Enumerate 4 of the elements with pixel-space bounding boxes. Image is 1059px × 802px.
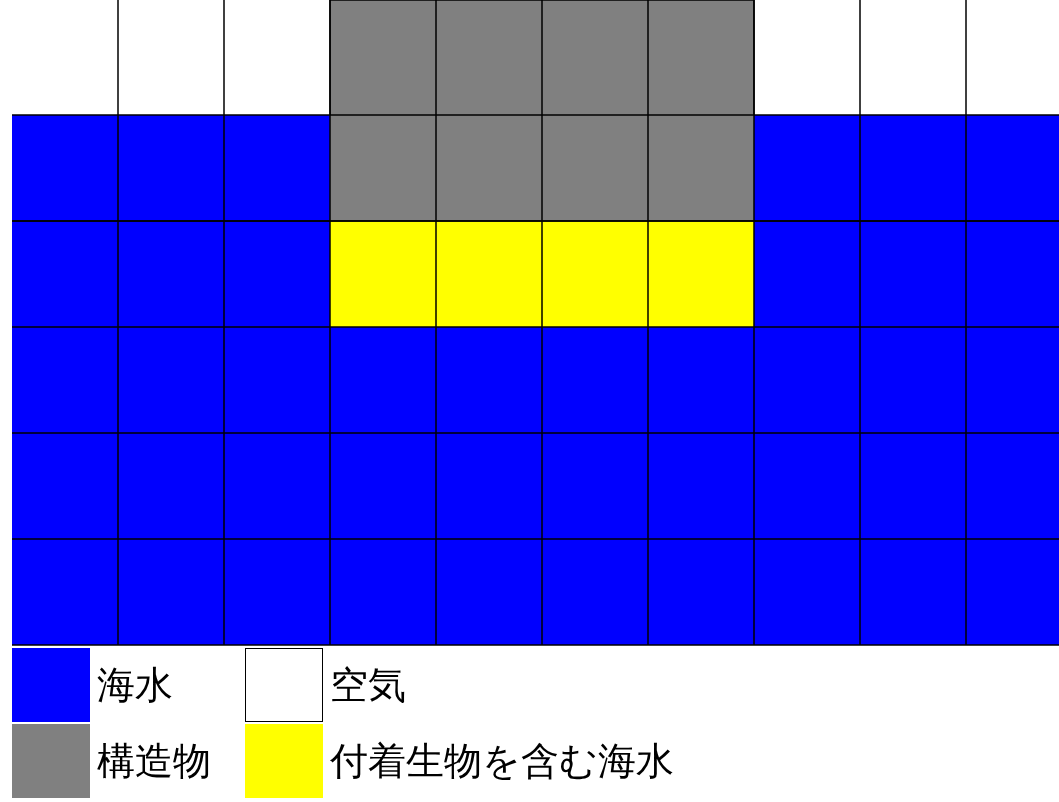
legend-label: 付着生物を含む海水 [330,739,674,783]
legend-label: 空気 [330,663,406,707]
legend-label: 海水 [97,663,173,707]
legend-label: 構造物 [97,739,211,783]
